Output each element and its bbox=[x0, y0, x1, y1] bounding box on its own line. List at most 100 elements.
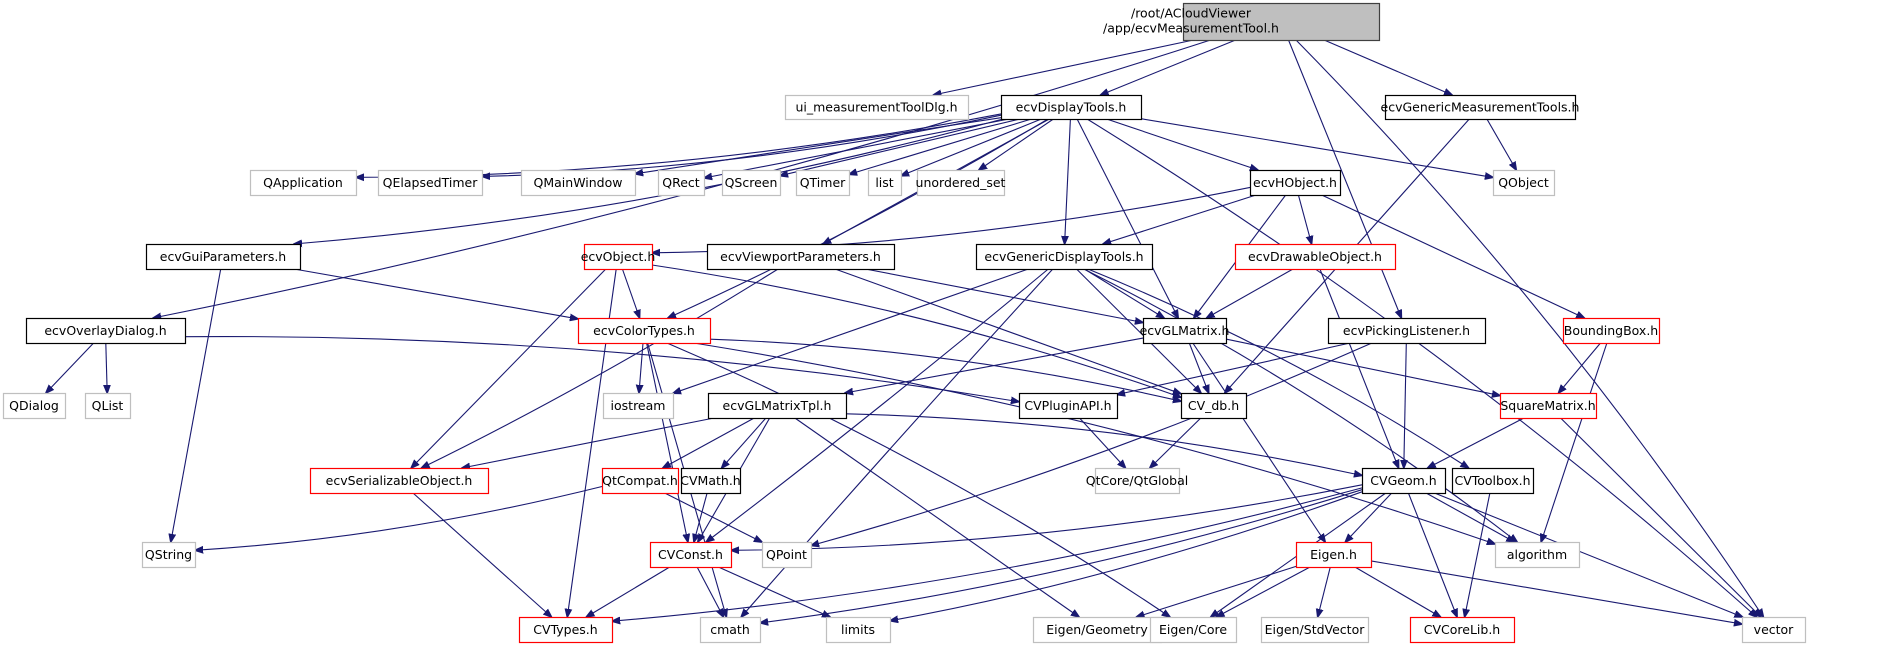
node-box-EigenGeometry bbox=[1032, 616, 1163, 644]
node-QObject: QObject bbox=[1492, 169, 1556, 197]
edge-root-to-ui_measurementToolDlg bbox=[933, 39, 1194, 95]
node-label-QDialog: QDialog bbox=[9, 398, 59, 413]
edge-ecvGLMatrixTpl-to-EigenGeometry bbox=[794, 417, 1079, 617]
node-ecvDrawableObject[interactable]: ecvDrawableObject.h bbox=[1234, 243, 1397, 271]
edge-ecvDrawableObject-to-CVGeom bbox=[1319, 268, 1399, 468]
node-root[interactable]: /root/ACloudViewer/app/ecvMeasurementToo… bbox=[1103, 2, 1381, 42]
edge-ecvGLMatrix-to-SquareMatrix bbox=[1225, 338, 1500, 396]
edge-CV_db-to-QtCoreQtGlobal bbox=[1150, 417, 1202, 468]
node-ecvPickingListener[interactable]: ecvPickingListener.h bbox=[1327, 317, 1487, 345]
node-CVToolbox[interactable]: CVToolbox.h bbox=[1451, 467, 1535, 495]
node-ecvColorTypes[interactable]: ecvColorTypes.h bbox=[577, 317, 712, 345]
node-label-CVTypes: CVTypes.h bbox=[533, 622, 597, 637]
node-ecvObject[interactable]: ecvObject.h bbox=[581, 243, 656, 271]
node-label-ecvGLMatrix: ecvGLMatrix.h bbox=[1140, 323, 1230, 338]
node-ecvGenericDisplayTools[interactable]: ecvGenericDisplayTools.h bbox=[975, 243, 1154, 271]
edge-ecvGLMatrixTpl-to-CVGeom bbox=[845, 413, 1362, 476]
node-ecvViewportParameters[interactable]: ecvViewportParameters.h bbox=[706, 243, 896, 271]
node-box-BoundingBox bbox=[1562, 317, 1661, 345]
edge-Eigen-to-EigenStdVector bbox=[1318, 566, 1331, 617]
node-ecvDisplayTools[interactable]: ecvDisplayTools.h bbox=[1000, 94, 1143, 121]
edge-ecvDisplayTools-to-list bbox=[901, 118, 1042, 176]
node-box-ecvGLMatrixTpl bbox=[707, 392, 848, 420]
node-ecvHObject[interactable]: ecvHObject.h bbox=[1249, 169, 1342, 197]
node-label-CVPluginAPI: CVPluginAPI.h bbox=[1024, 398, 1111, 413]
edge-ecvGLMatrix-to-ecvGLMatrixTpl bbox=[845, 337, 1144, 393]
node-BoundingBox[interactable]: BoundingBox.h bbox=[1562, 317, 1661, 345]
node-box-ecvDrawableObject bbox=[1234, 243, 1397, 271]
node-ecvGenericMeasurementTools[interactable]: ecvGenericMeasurementTools.h bbox=[1381, 94, 1580, 121]
node-label-ecvViewportParameters: ecvViewportParameters.h bbox=[720, 249, 881, 264]
node-box-QtCompat bbox=[601, 467, 680, 495]
node-box-EigenStdVector bbox=[1260, 616, 1370, 644]
node-label-ecvPickingListener: ecvPickingListener.h bbox=[1343, 323, 1470, 338]
node-label-ecvDisplayTools: ecvDisplayTools.h bbox=[1016, 100, 1127, 115]
edge-ecvDisplayTools-to-QObject bbox=[1140, 118, 1493, 178]
node-box-limits bbox=[825, 616, 892, 644]
node-Eigen[interactable]: Eigen.h bbox=[1295, 541, 1373, 569]
node-box-CVToolbox bbox=[1451, 467, 1535, 495]
edge-ecvHObject-to-ecvGenericDisplayTools bbox=[1103, 194, 1257, 244]
node-box-CVCoreLib bbox=[1409, 616, 1516, 644]
edge-ecvGenericDisplayTools-to-iostream bbox=[673, 268, 1029, 393]
edge-root-to-ecvGenericMeasurementTools bbox=[1323, 39, 1452, 95]
edge-QtCompat-to-QPoint bbox=[664, 492, 762, 542]
node-label-SquareMatrix: SquareMatrix.h bbox=[1500, 398, 1595, 413]
node-QList: QList bbox=[84, 392, 132, 420]
node-limits: limits bbox=[825, 616, 892, 644]
edge-SquareMatrix-to-vector bbox=[1560, 417, 1761, 617]
node-box-ecvGuiParameters bbox=[145, 243, 302, 271]
node-label-ecvGenericMeasurementTools: ecvGenericMeasurementTools.h bbox=[1381, 100, 1580, 115]
edge-BoundingBox-to-algorithm bbox=[1541, 342, 1608, 542]
node-ecvGLMatrixTpl[interactable]: ecvGLMatrixTpl.h bbox=[707, 392, 848, 420]
edge-ecvObject-to-ecvColorTypes bbox=[621, 268, 639, 318]
node-ecvSerializableObject[interactable]: ecvSerializableObject.h bbox=[309, 467, 490, 495]
node-ecvGuiParameters[interactable]: ecvGuiParameters.h bbox=[145, 243, 302, 271]
node-CV_db[interactable]: CV_db.h bbox=[1180, 392, 1248, 420]
edge-ecvDrawableObject-to-ecvGLMatrix bbox=[1207, 268, 1294, 318]
edge-ecvPickingListener-to-CVGeom bbox=[1404, 342, 1407, 468]
node-box-ecvGenericDisplayTools bbox=[975, 243, 1154, 271]
node-CVGeom[interactable]: CVGeom.h bbox=[1361, 467, 1447, 495]
node-box-ecvHObject bbox=[1249, 169, 1342, 197]
node-box-QApplication bbox=[249, 169, 358, 197]
node-iostream: iostream bbox=[602, 392, 675, 420]
node-CVConst[interactable]: CVConst.h bbox=[649, 541, 733, 569]
node-label-vector: vector bbox=[1754, 622, 1795, 637]
node-CVCoreLib[interactable]: CVCoreLib.h bbox=[1409, 616, 1516, 644]
node-box-root bbox=[1182, 2, 1381, 42]
edge-SquareMatrix-to-CVGeom bbox=[1428, 417, 1525, 468]
node-ecvOverlayDialog[interactable]: ecvOverlayDialog.h bbox=[25, 317, 187, 345]
edge-ecvDisplayTools-to-ecvGLMatrix bbox=[1076, 118, 1178, 318]
node-QtCompat[interactable]: QtCompat.h bbox=[601, 467, 680, 495]
node-label-root: /app/ecvMeasurementTool.h bbox=[1103, 21, 1279, 36]
node-label-ecvColorTypes: ecvColorTypes.h bbox=[593, 323, 695, 338]
edge-ecvColorTypes-to-iostream bbox=[639, 342, 643, 393]
edge-ecvGuiParameters-to-ecvColorTypes bbox=[294, 268, 578, 319]
node-list: list bbox=[867, 169, 903, 197]
edge-ecvHObject-to-BoundingBox bbox=[1321, 194, 1585, 318]
node-label-ecvDrawableObject: ecvDrawableObject.h bbox=[1248, 249, 1382, 264]
edge-ecvDisplayTools-to-QScreen bbox=[780, 118, 1021, 176]
node-label-root: /root/ACloudViewer bbox=[1131, 6, 1252, 21]
node-box-ecvPickingListener bbox=[1327, 317, 1487, 345]
node-label-CVToolbox: CVToolbox.h bbox=[1454, 473, 1530, 488]
node-label-ecvSerializableObject: ecvSerializableObject.h bbox=[326, 473, 473, 488]
edge-ecvDisplayTools-to-QTimer bbox=[849, 118, 1032, 174]
node-SquareMatrix[interactable]: SquareMatrix.h bbox=[1499, 392, 1598, 420]
edge-ecvGLMatrixTpl-to-CVMath bbox=[722, 417, 767, 468]
edge-ecvDisplayTools-to-ecvColorTypes bbox=[668, 118, 1049, 318]
edge-ecvObject-to-ecvSerializableObject bbox=[411, 268, 607, 468]
node-label-algorithm: algorithm bbox=[1507, 547, 1567, 562]
node-CVMath[interactable]: CVMath.h bbox=[680, 467, 742, 495]
edge-ecvGuiParameters-to-QString bbox=[171, 268, 222, 542]
node-box-QObject bbox=[1492, 169, 1556, 197]
edge-CVConst-to-limits bbox=[718, 566, 830, 617]
node-ecvGLMatrix[interactable]: ecvGLMatrix.h bbox=[1140, 317, 1230, 345]
edge-ecvGenericDisplayTools-to-algorithm bbox=[1083, 268, 1517, 542]
node-label-ecvOverlayDialog: ecvOverlayDialog.h bbox=[44, 323, 166, 338]
node-CVPluginAPI[interactable]: CVPluginAPI.h bbox=[1018, 392, 1119, 420]
edge-ecvGLMatrix-to-CV_db bbox=[1188, 342, 1208, 393]
node-CVTypes[interactable]: CVTypes.h bbox=[518, 616, 614, 644]
